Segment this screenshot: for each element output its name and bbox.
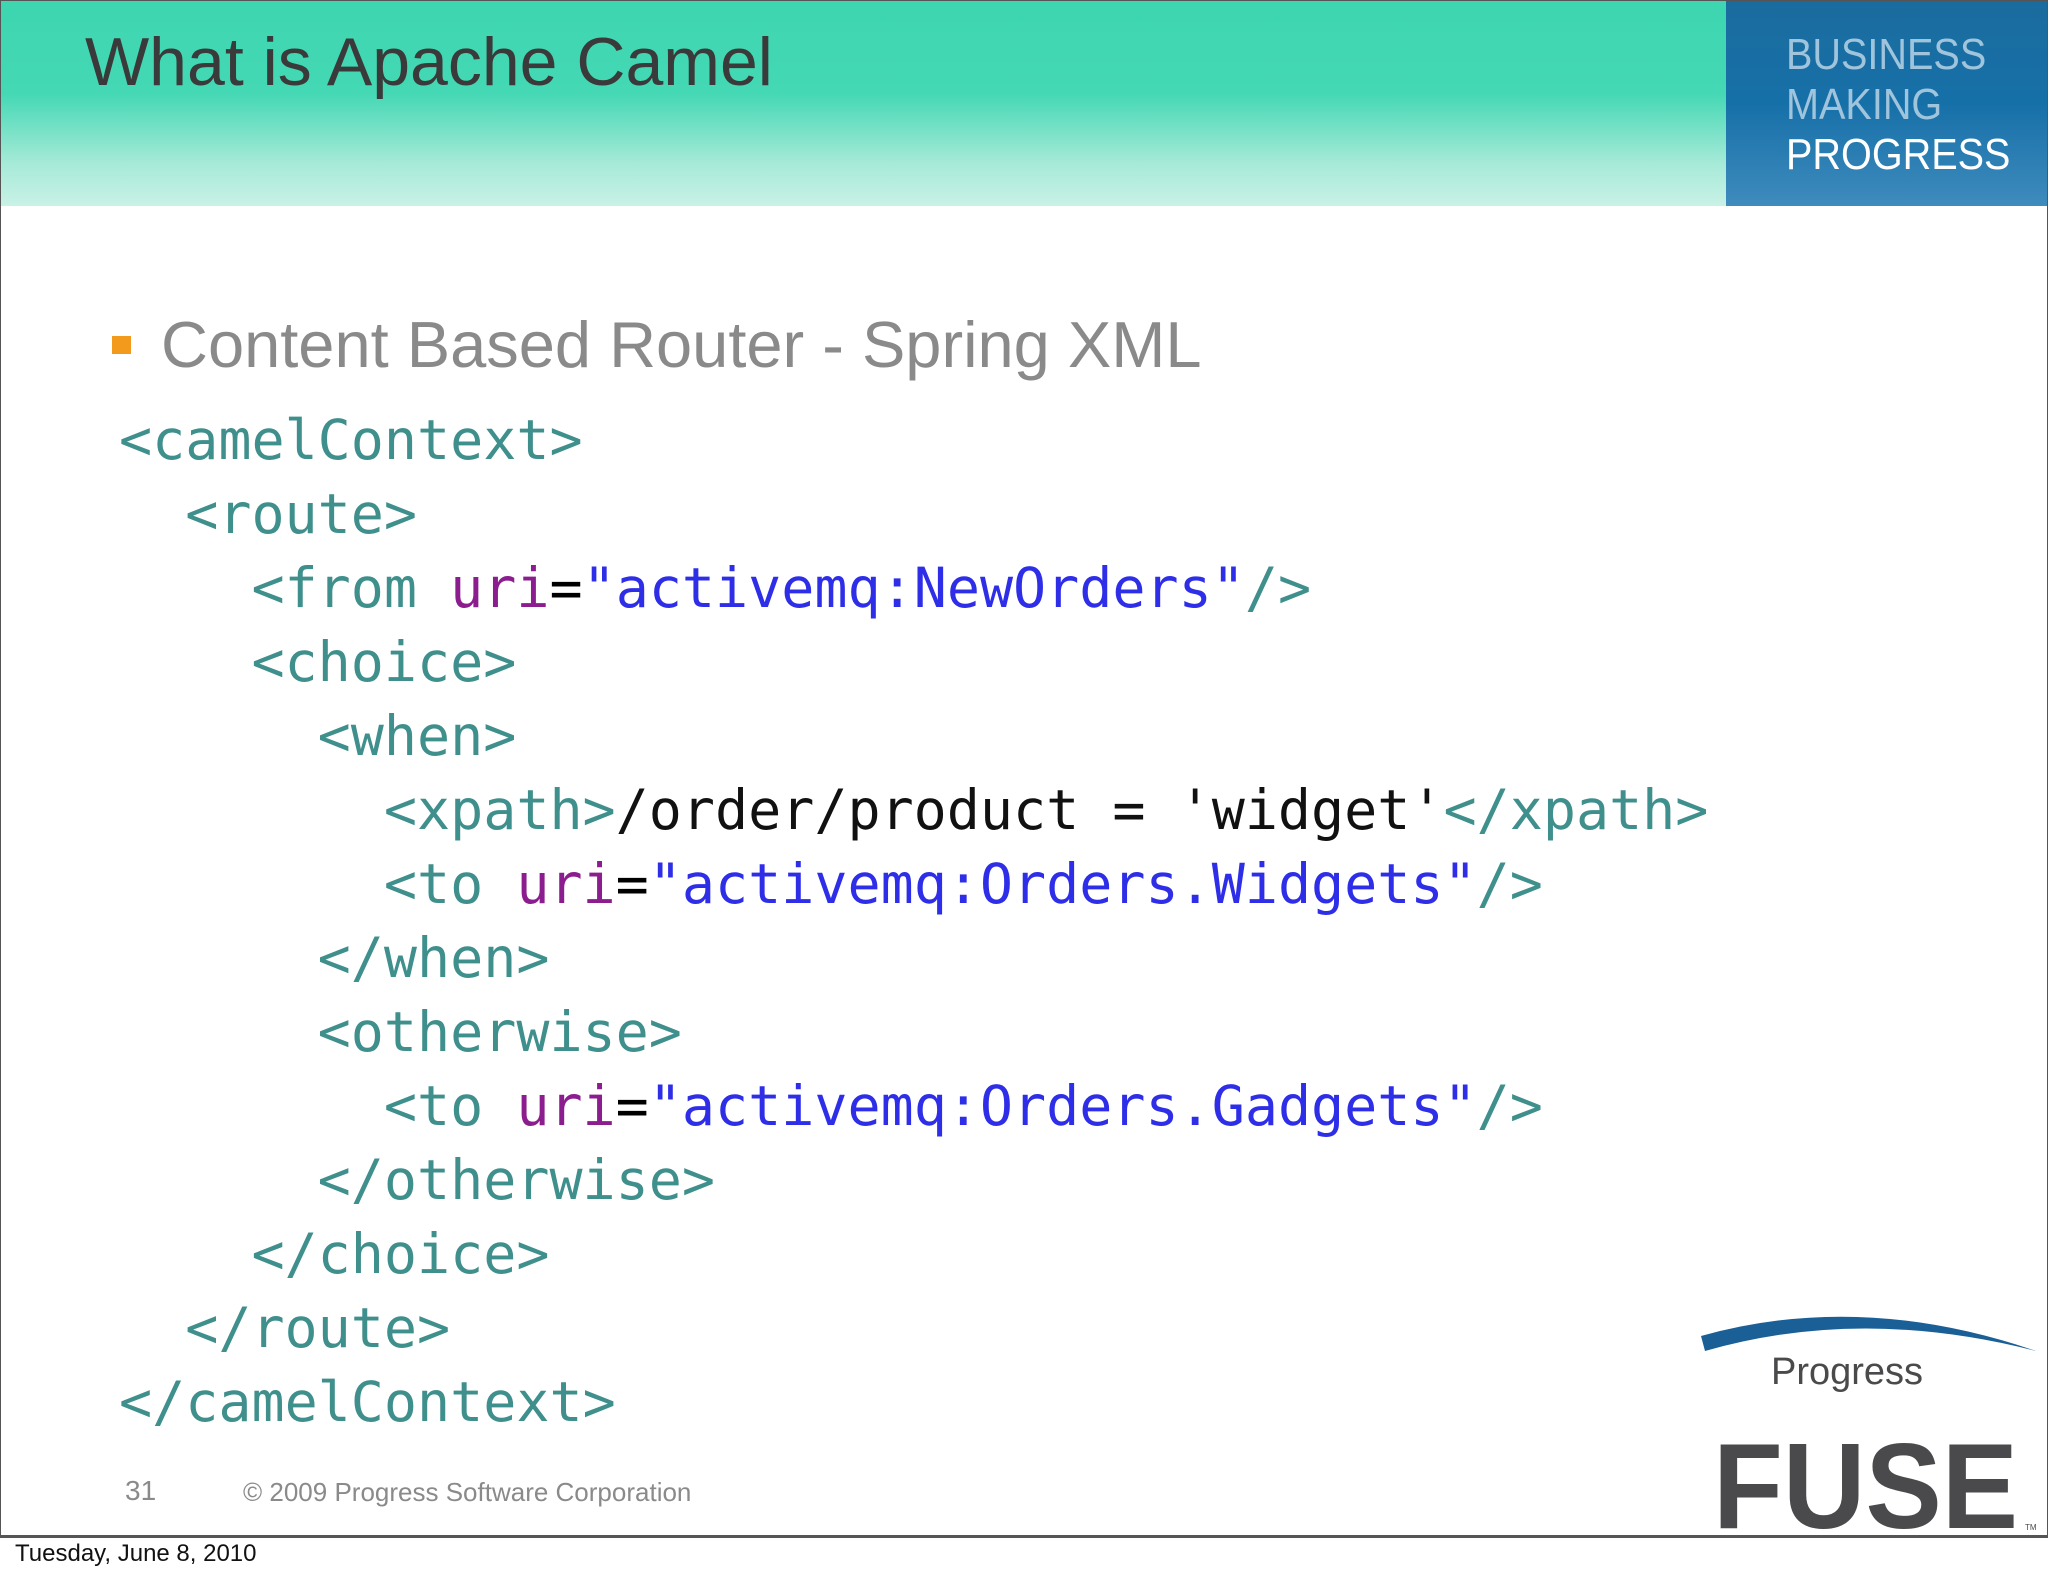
code-token-attr: uri (516, 852, 616, 916)
code-line: <to uri="activemq:Orders.Widgets"/> (119, 847, 1708, 921)
code-token-tag: <from (251, 556, 451, 620)
code-token-attr: uri (516, 1074, 616, 1138)
logo-tm-text: TM (2025, 1523, 2037, 1532)
code-token-tag: /> (1476, 1074, 1543, 1138)
brand-line: PROGRESS (1786, 130, 2011, 179)
code-block: <camelContext><route><from uri="activemq… (119, 403, 1708, 1439)
bullet-text: Content Based Router - Spring XML (161, 308, 1202, 381)
code-token-text: /order/product = 'widget' (615, 778, 1444, 842)
code-line: <camelContext> (119, 403, 1708, 477)
code-token-val: "activemq:NewOrders" (582, 556, 1245, 620)
logo-swoosh (1701, 1316, 2036, 1351)
code-token-tag: </camelContext> (119, 1370, 616, 1434)
code-token-tag: </xpath> (1443, 778, 1709, 842)
code-token-tag: <camelContext> (119, 408, 583, 472)
brand-line: BUSINESS (1786, 30, 1987, 79)
code-token-tag: <to (383, 1074, 517, 1138)
logo-progress-text: Progress (1771, 1351, 1923, 1393)
logo-fuse-text: FUSE (1713, 1418, 2018, 1536)
code-token-tag: </otherwise> (317, 1148, 716, 1212)
code-line: </otherwise> (119, 1143, 1708, 1217)
code-token-eq: = (615, 1074, 649, 1138)
code-line: </when> (119, 921, 1708, 995)
slide-header: What is Apache Camel (1, 1, 1726, 206)
business-making-progress-logo: BUSINESS MAKING PROGRESS (1726, 1, 2047, 206)
code-token-val: "activemq:Orders.Widgets" (648, 852, 1477, 916)
code-token-tag: /> (1476, 852, 1543, 916)
code-line: </route> (119, 1291, 1708, 1365)
code-token-eq: = (549, 556, 583, 620)
code-line: <xpath>/order/product = 'widget'</xpath> (119, 773, 1709, 847)
brand-line: MAKING (1786, 80, 1943, 129)
code-token-tag: <when> (317, 704, 517, 768)
print-date: Tuesday, June 8, 2010 (15, 1540, 257, 1567)
code-line: <from uri="activemq:NewOrders"/> (119, 551, 1708, 625)
bullet-square-icon (112, 336, 131, 354)
slide-title: What is Apache Camel (85, 24, 773, 100)
code-token-tag: </route> (185, 1296, 451, 1360)
code-line: <to uri="activemq:Orders.Gadgets"/> (119, 1069, 1708, 1143)
code-line: <choice> (119, 625, 1708, 699)
code-token-tag: </choice> (251, 1222, 550, 1286)
copyright-text: © 2009 Progress Software Corporation (243, 1477, 692, 1507)
code-line: <when> (119, 699, 1708, 773)
page-number: 31 (125, 1475, 157, 1506)
code-token-attr: uri (450, 556, 550, 620)
code-line: <route> (119, 477, 1708, 551)
code-line: </choice> (119, 1217, 1708, 1291)
code-token-tag: /> (1244, 556, 1312, 620)
slide: What is Apache Camel BUSINESS MAKING PRO… (0, 0, 2048, 1538)
progress-fuse-logo: Progress FUSE TM (1701, 1316, 2037, 1536)
code-line: <otherwise> (119, 995, 1708, 1069)
code-token-tag: <route> (185, 482, 418, 546)
code-token-tag: <xpath> (383, 778, 616, 842)
code-line: </camelContext> (119, 1365, 1708, 1439)
code-token-tag: <choice> (251, 630, 517, 694)
code-token-tag: <otherwise> (317, 1000, 682, 1064)
code-token-tag: <to (383, 852, 517, 916)
code-token-tag: </when> (317, 926, 550, 990)
code-token-eq: = (615, 852, 649, 916)
code-token-val: "activemq:Orders.Gadgets" (648, 1074, 1477, 1138)
